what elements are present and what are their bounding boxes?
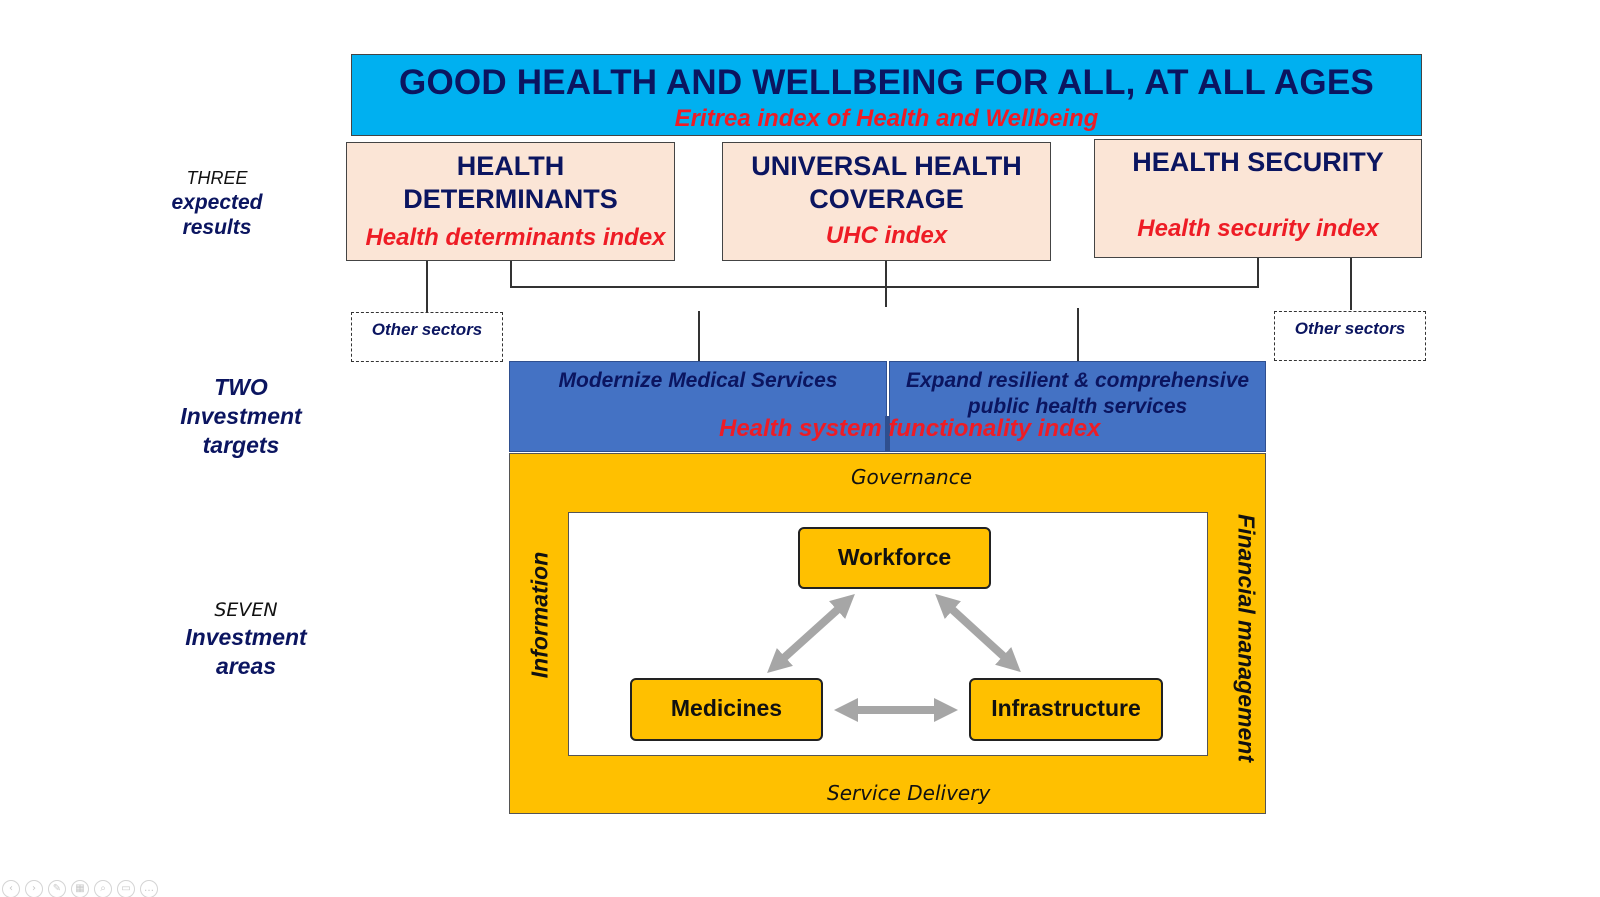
screen-icon[interactable]: ▭ — [117, 880, 135, 897]
more-icon[interactable]: … — [140, 880, 158, 897]
connector-line — [510, 286, 1259, 288]
targets-row-word1: Investment — [180, 403, 302, 429]
result-index: UHC index — [825, 222, 948, 249]
result-index: Health security index — [1137, 215, 1379, 242]
goal-index: Eritrea index of Health and Wellbeing — [674, 105, 1099, 132]
slides-icon[interactable]: ▦ — [71, 880, 89, 897]
governance-label: Governance — [851, 465, 973, 489]
connector-line — [1077, 308, 1079, 361]
target-label-line1: Expand resilient & comprehensive — [905, 369, 1250, 392]
results-row-word1: expected — [171, 190, 263, 214]
target-public-health: Expand resilient & comprehensive public … — [889, 361, 1266, 452]
target-modernize-medical: Modernize Medical Services — [509, 361, 887, 452]
infrastructure-box: Infrastructure — [969, 678, 1163, 741]
arrow-workforce-medicines — [767, 593, 855, 674]
connector-line — [510, 261, 512, 288]
results-row-count: THREE — [186, 168, 248, 188]
prev-icon[interactable]: ‹ — [2, 880, 20, 897]
zoom-icon[interactable]: ⌕ — [94, 880, 112, 897]
target-label-line2: public health services — [967, 395, 1188, 418]
areas-row-count: SEVEN — [214, 599, 278, 621]
target-label: Modernize Medical Services — [558, 369, 838, 392]
result-health-determinants: HEALTH DETERMINANTS Health determinants … — [346, 142, 675, 261]
targets-row-word2: targets — [202, 432, 280, 458]
result-uhc: UNIVERSAL HEALTH COVERAGE UHC index — [722, 142, 1051, 261]
target-divider — [885, 416, 889, 452]
result-title-line2: COVERAGE — [809, 184, 964, 214]
connector-line — [1257, 258, 1259, 288]
results-row-word2: results — [182, 215, 252, 239]
result-title-line2: DETERMINANTS — [403, 184, 618, 214]
health-system-index: Health system functionality index — [719, 415, 1101, 442]
medicines-box: Medicines — [630, 678, 823, 741]
goal-title: GOOD HEALTH AND WELLBEING FOR ALL, AT AL… — [399, 63, 1374, 102]
result-health-security: HEALTH SECURITY Health security index — [1094, 139, 1422, 258]
targets-row-label: TWO Investment targets — [160, 373, 322, 460]
service-delivery-label: Service Delivery — [827, 781, 991, 805]
areas-row-word2: areas — [215, 653, 277, 679]
connector-line — [1350, 258, 1352, 310]
result-title-line1: UNIVERSAL HEALTH — [751, 151, 1022, 181]
next-icon[interactable]: › — [25, 880, 43, 897]
connector-line — [698, 311, 700, 361]
goal-banner: GOOD HEALTH AND WELLBEING FOR ALL, AT AL… — [351, 54, 1422, 136]
connector-line — [885, 261, 887, 307]
pen-icon[interactable]: ✎ — [48, 880, 66, 897]
areas-row-label: SEVEN Investment areas — [165, 597, 327, 681]
connector-line — [426, 261, 428, 312]
result-title-line1: HEALTH — [456, 151, 565, 181]
other-sectors-left: Other sectors — [351, 312, 503, 362]
slideshow-controls: ‹ › ✎ ▦ ⌕ ▭ … — [2, 880, 158, 897]
workforce-box: Workforce — [798, 527, 991, 589]
targets-row-count: TWO — [214, 374, 268, 400]
result-index: Health determinants index — [365, 224, 666, 251]
areas-row-word1: Investment — [185, 624, 307, 650]
other-sectors-right: Other sectors — [1274, 311, 1426, 361]
result-title-line1: HEALTH SECURITY — [1132, 147, 1384, 177]
results-row-label: THREE expected results — [158, 168, 276, 240]
arrow-workforce-infrastructure — [935, 593, 1021, 673]
